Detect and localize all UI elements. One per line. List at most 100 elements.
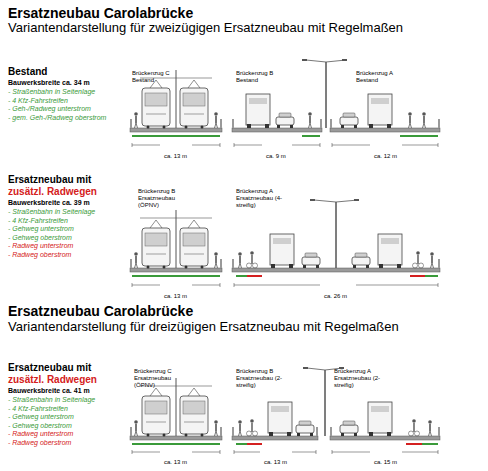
person-head	[134, 112, 138, 116]
bike-wheel	[413, 263, 418, 268]
bridge-label: Brückenzug B Ersatzneubau (ÖPNV)	[138, 188, 190, 209]
wheel	[147, 266, 150, 269]
wheel	[387, 124, 391, 128]
wheel	[201, 434, 204, 437]
person-head	[214, 112, 218, 116]
pantograph	[150, 388, 162, 396]
dimension: ca. 13 m	[164, 459, 187, 466]
variant-heading: zusätzl. Radwegen	[8, 374, 97, 386]
tram-window	[183, 401, 205, 414]
dimension-tick	[220, 143, 221, 147]
mast-arm	[336, 200, 358, 202]
width-note: Bauwerksbreite ca. 34 m	[8, 79, 90, 87]
cyclist-body	[413, 423, 414, 432]
dimension-tick	[438, 283, 439, 287]
feature-item: - Radweg unterstrom	[8, 430, 73, 438]
section-title: Ersatzneubau Carolabrücke	[8, 5, 193, 21]
wheel	[397, 264, 401, 268]
tram-stripe	[146, 422, 166, 423]
bridge-label: Brückenzug A Ersatzneubau (4-streifig)	[236, 188, 296, 209]
lamp-head	[354, 199, 359, 201]
truck-window	[249, 98, 267, 104]
dimension: ca. 12 m	[374, 153, 397, 160]
wheel	[369, 124, 373, 128]
dimension: ca. 26 m	[324, 293, 347, 300]
mast	[176, 70, 177, 128]
car-roof	[279, 113, 291, 117]
bridge-label: Brückenzug B Bestand	[236, 70, 284, 84]
feature-item: - Radweg unterstrom	[8, 242, 73, 250]
person-legs	[409, 123, 412, 128]
bridge-deck	[130, 268, 222, 272]
dimension-line	[192, 452, 220, 453]
lamp-head	[302, 59, 307, 61]
variant-heading: zusätzl. Radwegen	[8, 186, 97, 198]
parapet	[232, 119, 234, 128]
parapet	[130, 427, 132, 436]
bike-wheel	[247, 431, 252, 436]
car	[352, 257, 370, 265]
feature-item: - Straßenbahn in Seitenlage	[8, 208, 95, 216]
path-marker	[422, 443, 438, 445]
person-legs	[215, 263, 218, 268]
dimension-line	[192, 285, 220, 286]
variant-heading: Ersatzneubau mit	[8, 174, 91, 186]
width-note: Bauwerksbreite ca. 39 m	[8, 199, 90, 207]
bridge-deck	[330, 436, 440, 440]
bridge-deck	[130, 436, 222, 440]
wheel	[289, 264, 293, 268]
person-head	[214, 252, 218, 256]
bike-wheel	[253, 263, 258, 268]
tram-window	[183, 233, 205, 246]
parapet	[330, 119, 332, 128]
dimension: ca. 9 m	[266, 153, 286, 160]
dimension: ca. 13 m	[164, 153, 187, 160]
parapet	[232, 427, 234, 436]
catenary-wire	[140, 218, 212, 219]
dimension-tick	[234, 283, 235, 287]
car-roof	[343, 421, 355, 425]
pantograph	[188, 388, 200, 396]
mast	[326, 62, 327, 128]
truck	[268, 402, 292, 433]
lamp-head	[310, 199, 315, 201]
truck	[246, 94, 270, 125]
parapet	[130, 259, 132, 268]
person-head	[238, 252, 242, 256]
dimension-line	[402, 452, 438, 453]
wheel	[185, 434, 188, 437]
variant-heading: Ersatzneubau mit	[8, 362, 91, 374]
car	[340, 117, 358, 125]
person-head	[238, 420, 242, 424]
path-marker	[132, 275, 220, 277]
person-head	[134, 420, 138, 424]
tram-stripe	[184, 422, 204, 423]
person-legs	[423, 123, 426, 128]
dimension-tick	[332, 450, 333, 454]
dimension-line	[292, 145, 320, 146]
section-subtitle: Variantendarstellung für dreizügigen Ers…	[8, 320, 399, 335]
feature-item: - gem. Geh-/Radweg oberstrom	[8, 114, 106, 122]
mast	[336, 202, 337, 268]
dimension-tick	[438, 450, 439, 454]
path-marker	[400, 135, 438, 137]
feature-item: - Gehweg oberstrom	[8, 234, 72, 242]
wheel	[387, 432, 391, 436]
path-marker	[247, 275, 262, 277]
cyclist-head	[250, 419, 254, 423]
wheel	[369, 432, 373, 436]
dimension-tick	[438, 143, 439, 147]
truck-window	[273, 238, 291, 244]
bridge-deck	[232, 128, 322, 132]
wheel	[185, 126, 188, 129]
wheel	[201, 126, 204, 129]
feature-item: - 4 Kfz-Fahrstreifen	[8, 405, 68, 413]
truck	[368, 402, 392, 433]
tram-stripe	[146, 114, 166, 115]
bridge-label: Brückenzug B Ersatzneubau (2-streifig)	[236, 368, 296, 389]
bridge-label: Brückenzug A Bestand	[356, 70, 404, 84]
dimension: ca. 13 m	[264, 459, 287, 466]
path-marker	[406, 443, 422, 445]
wheel	[366, 265, 369, 268]
truck	[270, 234, 294, 265]
